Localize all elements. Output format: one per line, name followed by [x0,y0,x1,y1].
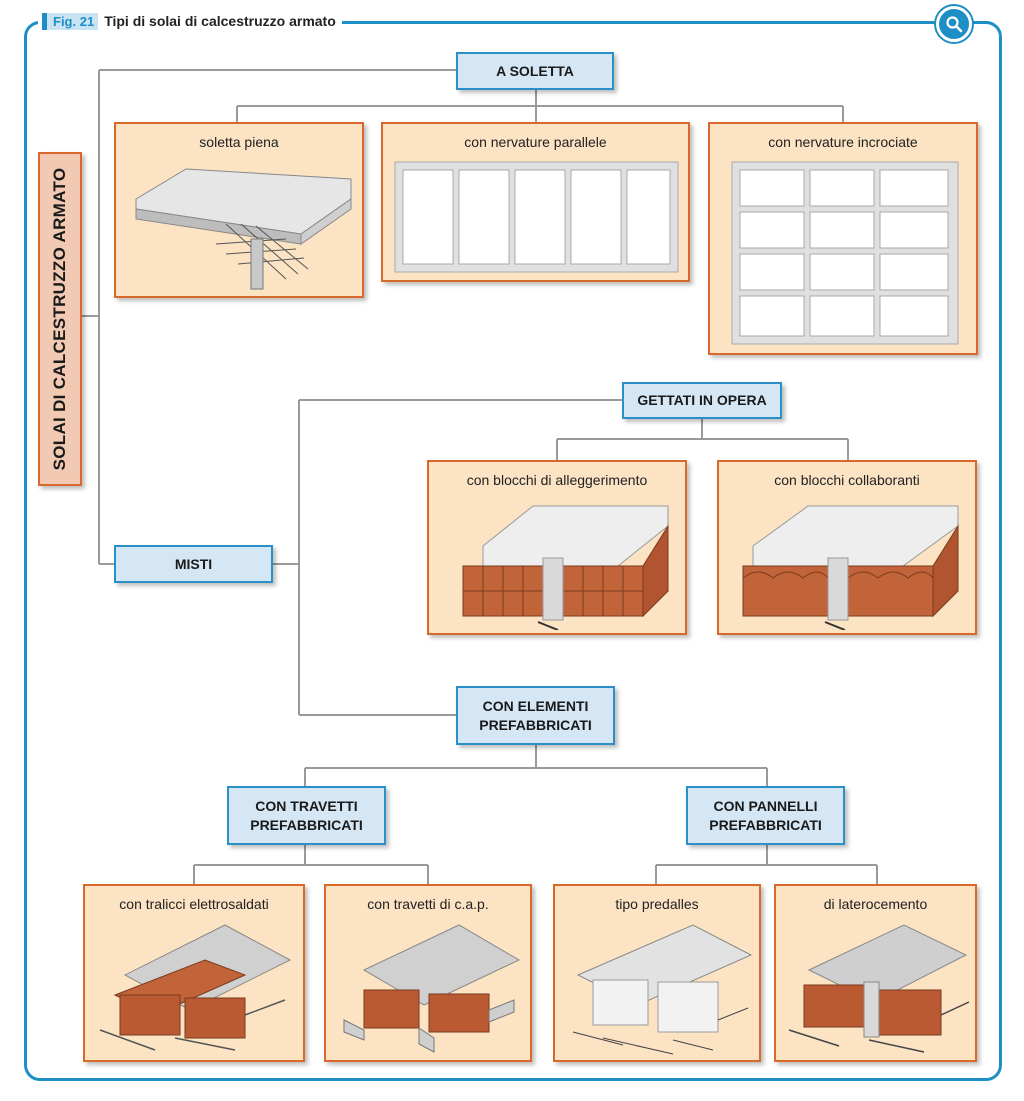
figure-number: Fig. 21 [42,12,99,30]
card-label: con travetti di c.a.p. [367,896,489,912]
collaborating-blocks-illustration [742,505,959,630]
card-label: con blocchi collaboranti [774,472,920,488]
card-label: con nervature parallele [464,134,607,150]
prestressed-joists-illustration [343,924,521,1053]
card-blocchi-collaboranti: con blocchi collaboranti [717,460,977,635]
zoom-button[interactable] [936,6,972,42]
node-con-elementi-prefabbricati: CON ELEMENTI PREFABBRICATI [456,686,615,745]
card-tralicci-elettrosaldati: con tralicci elettrosaldati [83,884,305,1062]
predalles-illustration [572,924,753,1055]
card-laterocemento: di laterocemento [774,884,977,1062]
card-blocchi-alleggerimento: con blocchi di alleggerimento [427,460,687,635]
card-label: di laterocemento [823,896,928,912]
root-node: SOLAI DI CALCESTRUZZO ARMATO [38,152,82,486]
magnifier-icon [946,16,963,33]
parallel-ribs-illustration [394,161,679,273]
slab-illustration [135,168,352,290]
node-con-travetti-prefabbricati: CON TRAVETTI PREFABBRICATI [227,786,386,845]
card-nervature-parallele: con nervature parallele [381,122,690,282]
card-label: soletta piena [199,134,279,150]
crossed-ribs-illustration [731,161,959,345]
card-travetti-cap: con travetti di c.a.p. [324,884,532,1062]
lightening-blocks-illustration [462,505,669,630]
node-gettati-in-opera: GETTATI IN OPERA [622,382,782,419]
node-a-soletta: A SOLETTA [456,52,614,90]
figure-title: Tipi di solai di calcestruzzo armato [104,13,336,29]
figure-header: Fig. 21 Tipi di solai di calcestruzzo ar… [38,10,342,32]
node-con-pannelli-prefabbricati: CON PANNELLI PREFABBRICATI [686,786,845,845]
card-label: tipo predalles [615,896,699,912]
node-misti: MISTI [114,545,273,583]
figure-frame [24,21,1002,1081]
card-label: con nervature incrociate [768,134,918,150]
card-tipo-predalles: tipo predalles [553,884,761,1062]
card-nervature-incrociate: con nervature incrociate [708,122,978,355]
lattice-joists-illustration [99,924,292,1051]
card-soletta-piena: soletta piena [114,122,364,298]
card-label: con tralicci elettrosaldati [119,896,269,912]
card-label: con blocchi di alleggerimento [466,472,648,488]
root-label: SOLAI DI CALCESTRUZZO ARMATO [50,167,69,471]
clay-concrete-illustration [788,924,970,1053]
